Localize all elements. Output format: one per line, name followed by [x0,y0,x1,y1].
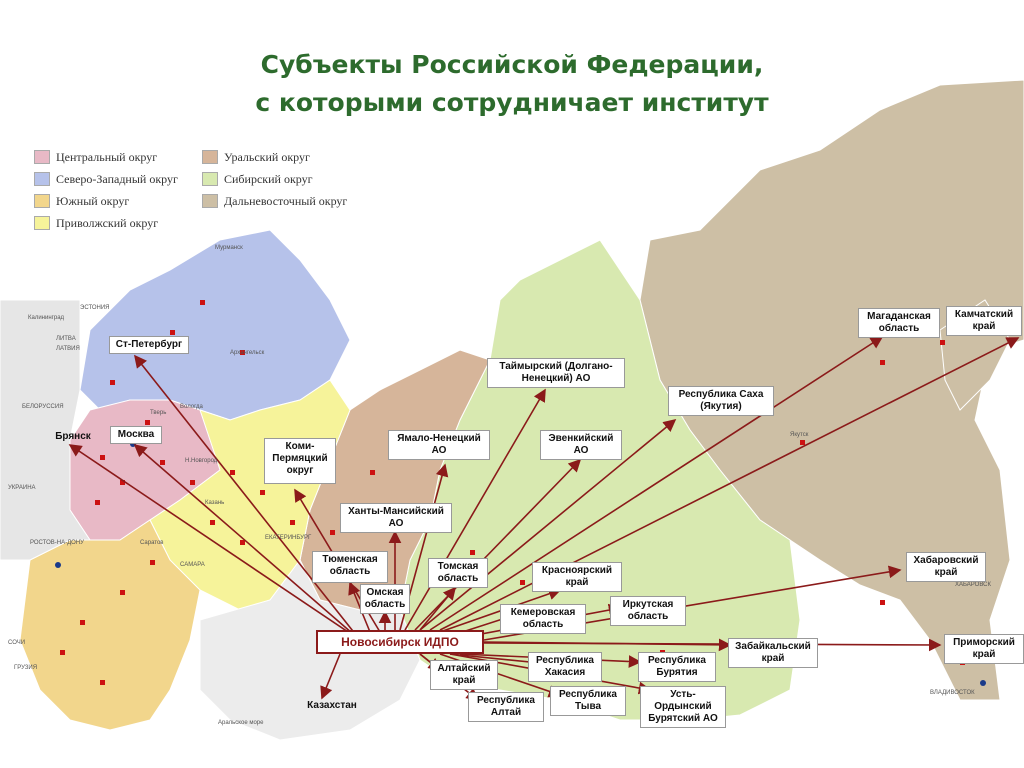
northwest-region [79,229,351,421]
label-khabarovsk: Хабаровский край [906,552,986,582]
map-label-vologda: Вологда [180,404,203,410]
map-label-latvia: ЛАТВИЯ [56,346,80,352]
legend-label: Приволжский округ [56,215,159,230]
legend-item-central: Центральный округ [34,146,178,168]
hub-novosibirsk: Новосибирск ИДПО [316,630,484,654]
legend-label: Южный округ [56,193,130,208]
legend-label: Дальневосточный округ [224,193,348,208]
label-st-petersburg: Ст-Петербург [109,336,189,354]
legend-item-ural: Уральский округ [202,146,347,168]
label-krasnoyarsk: Красноярский край [532,562,622,592]
map-label-kaliningrad: Калининград [28,315,65,321]
map-label-ukraine: УКРАИНА [8,485,36,491]
map-label-ekaterinburg: ЕКАТЕРИНБУРГ [265,535,312,541]
label-altai-rep: Республика Алтай [468,692,544,722]
label-buryatia: Республика Бурятия [638,652,716,682]
map-label-georgia: ГРУЗИЯ [14,665,38,671]
label-taimyr: Таймырский (Долгано-Ненецкий) АО [487,358,625,388]
label-irkutsk: Иркутская область [610,596,686,626]
legend-item-fareast: Дальневосточный округ [202,190,347,212]
label-komi: Коми-Пермяцкий округ [264,438,336,484]
legend-item-south: Южный округ [34,190,178,212]
label-khakasia: Республика Хакасия [528,652,602,682]
map-label-sochi: СОЧИ [8,640,26,646]
label-tyumen: Тюменская область [312,551,388,583]
legend-item-siberia: Сибирский округ [202,168,347,190]
page-title-line2: с которыми сотрудничает институт [255,88,769,117]
legend-right: Уральский округ Сибирский округ Дальнево… [202,146,347,212]
legend-label: Северо-Западный округ [56,171,178,186]
map-label-aral: Аральское море [218,720,264,726]
map-label-saratov: Саратов [140,540,164,546]
label-kamchatka: Камчатский край [946,306,1022,336]
legend-swatch [202,172,218,186]
map-label-lithuania: ЛИТВА [56,336,76,342]
label-tomsk: Томская область [428,558,488,588]
map-label-samara: САМАРА [180,562,205,568]
legend-swatch [202,194,218,208]
map-label-estonia: ЭСТОНИЯ [80,305,110,311]
map-label-tver: Тверь [150,410,167,416]
map-label-yakutsk: Якутск [790,432,809,438]
map-label-kazan: Казань [205,500,225,506]
legend-label: Сибирский округ [224,171,313,186]
legend-swatch [34,194,50,208]
label-primorsky: Приморский край [944,634,1024,664]
label-bryansk: Брянск [55,431,91,442]
label-khanty: Ханты-Мансийский АО [340,503,452,533]
south-region [19,519,201,731]
label-omsk: Омская область [360,584,410,614]
label-zabaikal: Забайкальский край [728,638,818,668]
map-label-rostov: РОСТОВ-НА-ДОНУ [30,540,84,546]
legend-item-northwest: Северо-Западный округ [34,168,178,190]
label-sakha: Республика Саха (Якутия) [668,386,774,416]
map-label-arkhangelsk: Архангельск [230,350,265,356]
label-tyva: Республика Тыва [550,686,626,716]
legend-left: Центральный округ Северо-Западный округ … [34,146,178,234]
label-yamal: Ямало-Ненецкий АО [388,430,490,460]
legend-swatch [34,150,50,164]
label-ust-orda: Усть-Ордынский Бурятский АО [640,686,726,728]
legend-item-volga: Приволжский округ [34,212,178,234]
label-kazakhstan: Казахстан [307,700,357,711]
kazakhstan-area [199,559,421,741]
map-label-murmansk: Мурманск [215,245,243,251]
label-altai-krai: Алтайский край [430,660,498,690]
page-title-line1: Субъекты Российской Федерации, [260,50,764,79]
legend-label: Центральный округ [56,149,158,164]
legend-swatch [34,172,50,186]
map-label-belarus: БЕЛОРУССИЯ [22,404,64,410]
western-neighbours [0,299,91,561]
map-label-khabarovsk-city: ХАБАРОВСК [955,582,991,588]
label-kemerovo: Кемеровская область [500,604,586,634]
legend-swatch [202,150,218,164]
connection-arrows [68,336,1020,701]
legend-label: Уральский округ [224,149,310,164]
map-label-n-novgorod: Н.Новгород [185,458,218,464]
label-moscow: Москва [110,426,162,444]
label-evenki: Эвенкийский АО [540,430,622,460]
label-magadan: Магаданская область [858,308,940,338]
legend-swatch [34,216,50,230]
map-label-vladivostok: ВЛАДИВОСТОК [930,690,975,696]
